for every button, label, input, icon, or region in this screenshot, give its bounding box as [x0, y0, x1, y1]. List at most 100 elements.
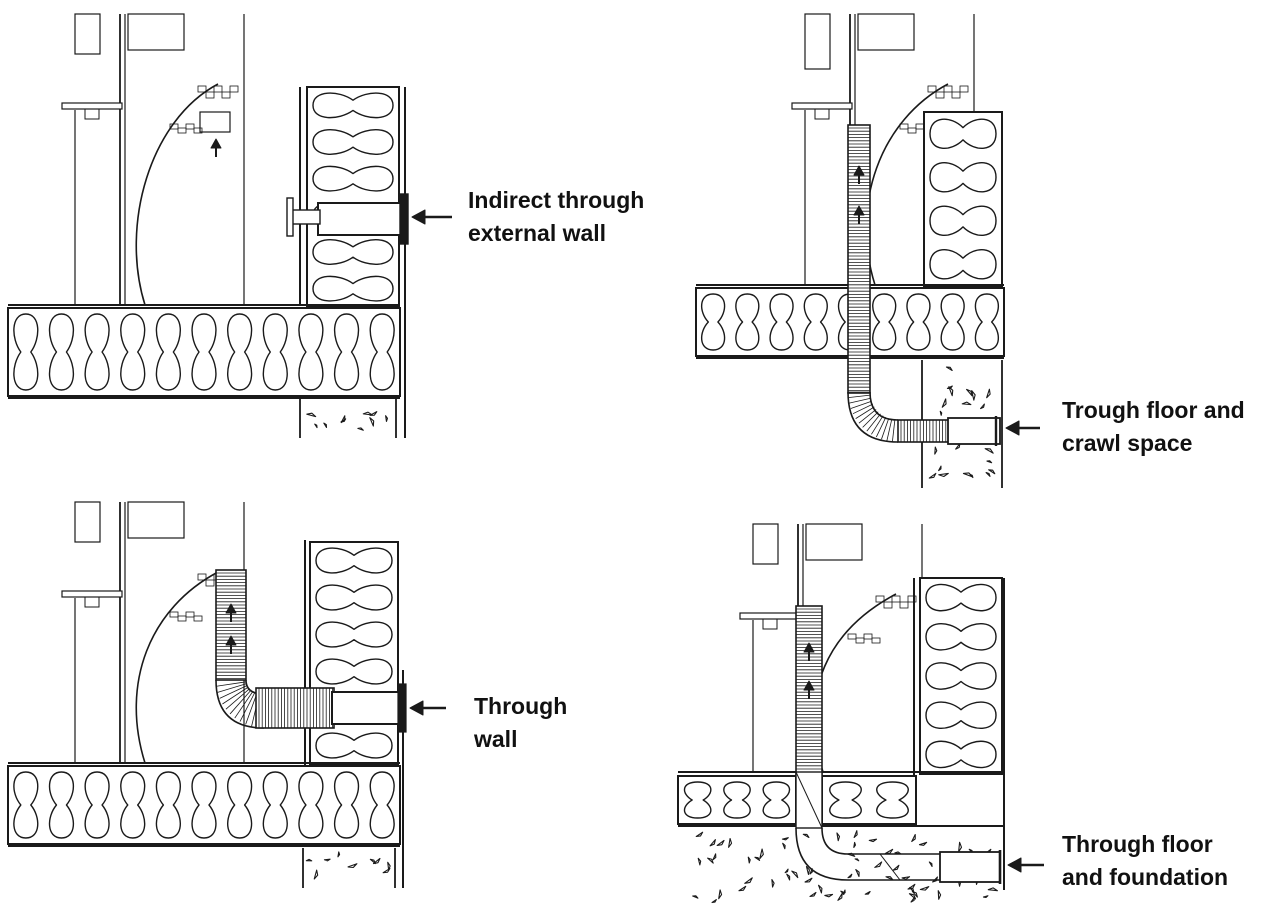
aggregate-stone [884, 848, 894, 854]
aggregate-stone [744, 877, 753, 884]
channel-hatch [879, 853, 901, 881]
elbow-rib [852, 403, 873, 415]
aggregate-stone [387, 861, 391, 871]
elbow-rib [222, 686, 249, 705]
aggregate-stone [911, 890, 918, 898]
insulation-batt [298, 771, 324, 839]
elbow-rib [862, 411, 879, 428]
flex-duct-horizontal [897, 419, 951, 443]
hatch-block [899, 123, 909, 130]
aggregate-stone [836, 832, 841, 842]
aggregate-stone [958, 841, 963, 853]
flex-duct-vertical [215, 569, 247, 681]
elbow-rib [855, 406, 875, 419]
hatch-block [169, 611, 179, 618]
aggregate-stone [853, 830, 858, 838]
aggregate-stone [985, 472, 991, 477]
insulation-batt [262, 313, 288, 391]
panel-indirect-external-wall [7, 13, 452, 438]
arrow-head [853, 165, 865, 176]
elbow-rib [245, 692, 258, 725]
elbow-rib [875, 417, 887, 438]
flex-duct-horizontal [255, 687, 335, 729]
insulation-batt [315, 732, 393, 759]
insulation-batt [298, 313, 324, 391]
aggregate-stone [771, 879, 775, 888]
hatch-block [193, 127, 203, 134]
arrow-head [409, 700, 424, 716]
insulation-batt [191, 771, 217, 839]
insulation-batt [683, 781, 712, 819]
aggregate-stone [984, 448, 994, 454]
elbow-inner [821, 827, 849, 855]
floor-insulation [7, 765, 401, 845]
aggregate-stone [786, 873, 791, 881]
aggregate-stone [695, 831, 704, 838]
arrow-head [803, 680, 815, 691]
hatch-block [213, 85, 223, 93]
elbow-rib [225, 688, 250, 710]
shelf [61, 590, 123, 598]
insulation-batt [929, 162, 997, 193]
aggregate-stone [979, 403, 985, 410]
vent-sleeve [939, 851, 1001, 883]
aggregate-stone [988, 469, 996, 475]
label-line: external wall [468, 220, 607, 246]
aggregate-stone [804, 877, 813, 883]
aggregate-stone [928, 861, 933, 868]
elbow-outer [795, 827, 849, 881]
aggregate-stone [937, 890, 942, 900]
insulation-batt [227, 771, 253, 839]
cabinet-frame [74, 13, 101, 55]
hatch-block [177, 615, 187, 622]
aggregate-stone [910, 896, 916, 903]
hatch-block [883, 601, 893, 609]
duct-elbow [847, 391, 899, 443]
hatch-block [847, 633, 857, 640]
aggregate-stone [711, 899, 717, 904]
aggregate-stone [781, 837, 789, 841]
hatch-block [863, 633, 873, 640]
wall-insulation [309, 541, 399, 765]
aggregate-stone [362, 411, 373, 416]
hatch-block [177, 127, 187, 134]
aggregate-stone [340, 415, 346, 424]
aggregate-stone [874, 861, 883, 868]
elbow-rib [217, 683, 247, 693]
insulation-batt [925, 701, 997, 729]
aggregate-stone [784, 868, 789, 874]
label-through-wall: Through wall [474, 690, 567, 756]
pointer-arrow-icon [1005, 420, 1040, 436]
aggregate-stone [864, 890, 871, 895]
aggregate-stone [716, 839, 725, 847]
hatch-block [197, 85, 207, 93]
floor-insulation [7, 307, 401, 397]
aggregate-stone [847, 873, 853, 879]
aggregate-stone [987, 887, 998, 892]
aggregate-stone [337, 851, 341, 858]
shelf [61, 102, 123, 110]
aggregate-stone [911, 833, 916, 843]
arrow-head [411, 209, 426, 225]
aggregate-stone [901, 876, 911, 880]
arrow-head [210, 138, 222, 149]
cabinet-door [805, 523, 863, 561]
insulation-batt [762, 781, 791, 819]
aggregate-stone [918, 841, 928, 846]
wall-vent [286, 193, 409, 245]
label-line: Trough floor and [1062, 397, 1245, 423]
aggregate-stone [372, 857, 381, 865]
insulation-batt [872, 293, 897, 351]
vent-sleeve [331, 691, 403, 725]
elbow-rib [858, 409, 877, 424]
insulation-batt [369, 771, 395, 839]
aggregate-stone [697, 857, 702, 866]
insulation-batt [312, 239, 394, 265]
aggregate-stone [718, 889, 723, 900]
aggregate-stone [955, 442, 961, 450]
insulation-batt [925, 583, 997, 612]
aggregate-stone [909, 886, 915, 893]
panel-through-wall [7, 501, 446, 888]
aggregate-stone [939, 410, 943, 416]
